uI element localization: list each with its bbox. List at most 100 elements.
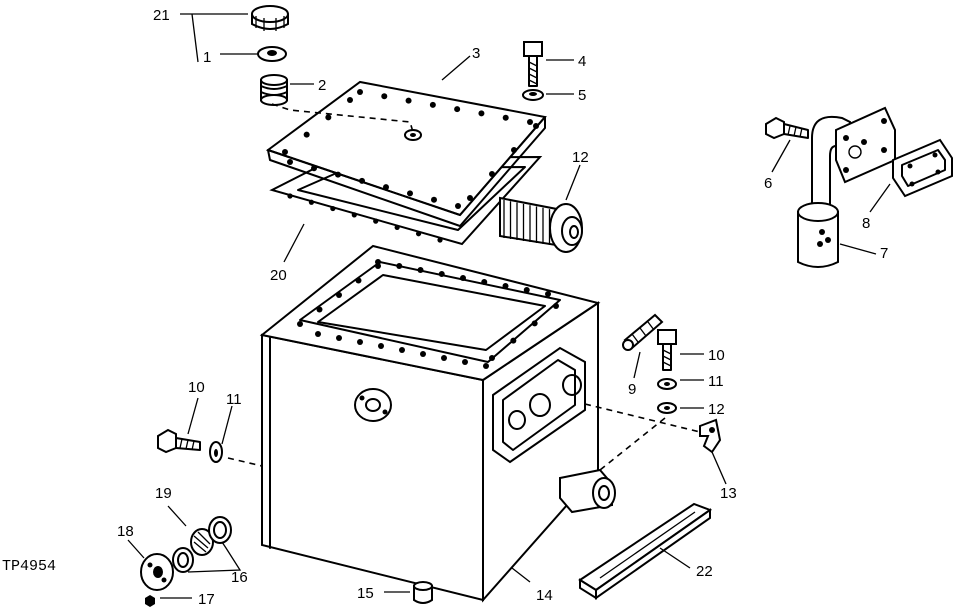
bolt-hole xyxy=(407,190,413,197)
cover-holes xyxy=(282,89,539,243)
nut-17 xyxy=(145,595,155,607)
bolt-hole xyxy=(415,231,422,237)
hydraulic-tank xyxy=(259,244,616,603)
bolt-hole xyxy=(357,89,363,95)
bolt-hole xyxy=(359,177,365,184)
callout-21: 21 xyxy=(153,7,170,24)
callout-12-right: 12 xyxy=(708,401,725,418)
callout-3: 3 xyxy=(472,45,480,62)
bolt-hole xyxy=(303,131,310,138)
bolt-hole xyxy=(405,97,412,104)
washer-1 xyxy=(257,46,287,62)
suction-elbow-7 xyxy=(797,106,896,268)
bolt-hole xyxy=(483,363,489,369)
bolt-10-left xyxy=(157,428,201,454)
bolt-hole xyxy=(336,292,342,298)
callout-13: 13 xyxy=(720,485,737,502)
bolt-hole xyxy=(297,321,303,327)
o-ring-16a xyxy=(172,547,194,573)
bolt-hole xyxy=(523,287,530,293)
bolt-hole xyxy=(531,320,538,327)
bolt-hole xyxy=(420,351,426,357)
bolt-hole xyxy=(381,93,388,100)
bolt-hole xyxy=(347,97,353,103)
callout-5: 5 xyxy=(578,87,586,104)
bolt-hole xyxy=(325,114,332,121)
callout-18: 18 xyxy=(117,523,134,540)
bolt-hole xyxy=(336,335,342,341)
leader-lines xyxy=(127,13,891,599)
bolt-hole xyxy=(417,267,424,273)
side-cover-plate xyxy=(492,346,586,464)
bolt-hole xyxy=(355,277,362,284)
bolt-hole xyxy=(373,218,379,224)
bolt-6 xyxy=(765,116,809,140)
filler-port xyxy=(354,388,392,422)
bolt-hole xyxy=(396,263,403,269)
callout-15: 15 xyxy=(357,585,374,602)
bolt-hole xyxy=(378,343,384,349)
washer-11-left xyxy=(209,441,223,463)
gasket-8 xyxy=(892,138,953,198)
bolt-hole xyxy=(431,196,437,203)
bolt-hole xyxy=(478,110,485,117)
bolt-hole xyxy=(399,347,405,353)
callout-11-right: 11 xyxy=(708,373,724,390)
o-ring-16b xyxy=(208,516,232,544)
plug-18 xyxy=(140,553,174,591)
bolt-hole xyxy=(462,359,468,365)
bolt-hole xyxy=(287,193,293,199)
bolt-hole xyxy=(502,283,509,289)
bolt-hole xyxy=(510,337,517,344)
bolt-10-right xyxy=(657,329,677,371)
callout-2: 2 xyxy=(318,77,326,94)
mounting-strap-22 xyxy=(578,502,713,600)
reference-code: TP4954 xyxy=(2,558,56,575)
callout-7: 7 xyxy=(880,245,888,262)
bolt-hole xyxy=(527,119,533,125)
bolt-hole xyxy=(455,203,461,209)
bolt-hole xyxy=(437,237,443,243)
bolt-hole xyxy=(460,275,466,281)
bolt-hole xyxy=(311,165,317,172)
callout-14: 14 xyxy=(536,587,553,604)
callout-10-left: 10 xyxy=(188,379,205,396)
bolt-hole xyxy=(394,224,400,231)
bolt-hole xyxy=(489,355,495,361)
callout-22: 22 xyxy=(696,563,713,580)
fitting-9 xyxy=(622,313,664,351)
callout-12-filter: 12 xyxy=(572,149,589,166)
bolt-hole xyxy=(441,355,447,361)
filter-element-12 xyxy=(499,196,583,253)
bolt-hole xyxy=(357,339,363,345)
bolt-hole xyxy=(553,303,559,309)
callout-4: 4 xyxy=(578,53,586,70)
callout-6: 6 xyxy=(764,175,772,192)
bolt-hole xyxy=(467,195,473,201)
callout-19: 19 xyxy=(155,485,172,502)
bolt-hole xyxy=(438,271,445,277)
washer-11-right xyxy=(657,378,677,390)
bolt-hole xyxy=(287,159,293,165)
bolt-hole xyxy=(308,199,315,205)
washer-12-right xyxy=(657,402,677,414)
bolt-hole xyxy=(315,331,321,337)
bolt-hole xyxy=(335,171,341,178)
callout-1: 1 xyxy=(203,49,211,66)
callout-8: 8 xyxy=(862,215,870,232)
tank-flange-holes xyxy=(297,259,559,369)
callout-20: 20 xyxy=(270,267,287,284)
bolt-4 xyxy=(523,41,543,87)
bolt-hole xyxy=(330,205,336,212)
breather-cap-21 xyxy=(251,5,289,31)
bolt-hole xyxy=(282,149,288,155)
drain-plug-15 xyxy=(413,581,433,604)
bolt-hole xyxy=(481,279,488,285)
bolt-hole xyxy=(383,184,389,191)
bolt-hole xyxy=(316,306,323,313)
tee-fitting-13 xyxy=(699,418,722,454)
adapter-19 xyxy=(190,528,214,556)
callout-17: 17 xyxy=(198,591,215,608)
washer-5 xyxy=(522,89,544,101)
